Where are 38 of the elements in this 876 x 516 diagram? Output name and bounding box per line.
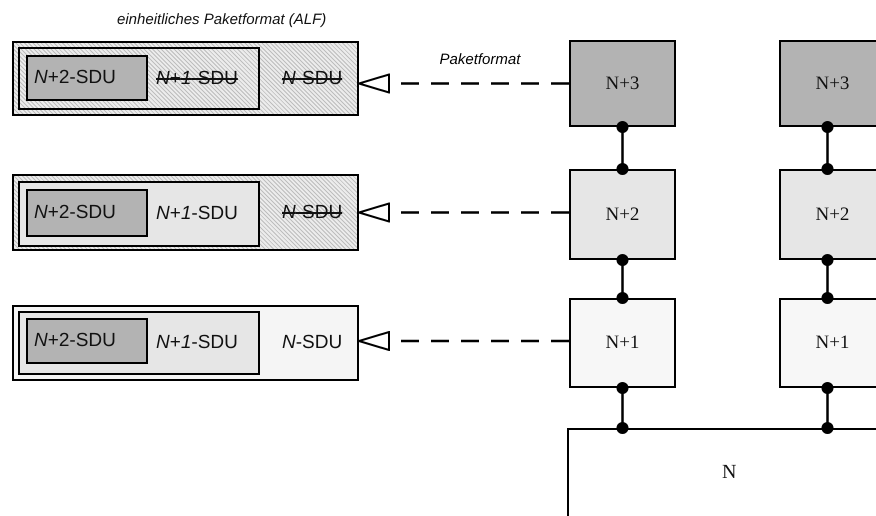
layer-label: N+3: [606, 72, 640, 94]
layer-box: [569, 169, 676, 260]
sdu-label: N+1-SDU: [156, 203, 238, 225]
layer-label: N+1: [606, 332, 640, 354]
packet-box: [12, 174, 359, 251]
sdu-label: N+2-SDU: [34, 67, 116, 89]
dashed-arrow: [358, 331, 569, 351]
packet-box: [18, 47, 260, 110]
sdu-label: N+2-SDU: [34, 202, 116, 224]
layer-box: [567, 428, 876, 516]
layer-box: [569, 40, 676, 127]
packet-format-heading: einheitliches Paketformat (ALF): [117, 11, 326, 29]
connector-line: [822, 121, 834, 175]
layer-box: [569, 298, 676, 388]
dashed-arrow: [358, 202, 569, 222]
connector-line: [616, 254, 628, 304]
packet-box: [26, 189, 148, 237]
layer-label: N+2: [606, 204, 640, 226]
packet-box: [18, 311, 260, 375]
layer-label: N: [722, 461, 736, 483]
connector-line: [616, 121, 628, 175]
sdu-label: N+2-SDU: [34, 330, 116, 352]
dashed-arrow: [358, 74, 569, 94]
packet-box: [26, 55, 148, 101]
sdu-label: N-SDU: [282, 332, 342, 354]
layer-label: N+1: [816, 332, 850, 354]
connector-line: [822, 382, 834, 434]
packet-box: [18, 181, 260, 247]
layer-label: N+2: [816, 204, 850, 226]
sdu-label: N+1-SDU: [156, 332, 238, 354]
layer-box: [779, 40, 876, 127]
connector-line: [822, 254, 834, 304]
connector-line: [616, 382, 628, 434]
layer-box: [779, 169, 876, 260]
layer-label: N+3: [816, 72, 850, 94]
layer-box: [779, 298, 876, 388]
packet-box: [12, 305, 359, 381]
packet-box: [26, 318, 148, 364]
